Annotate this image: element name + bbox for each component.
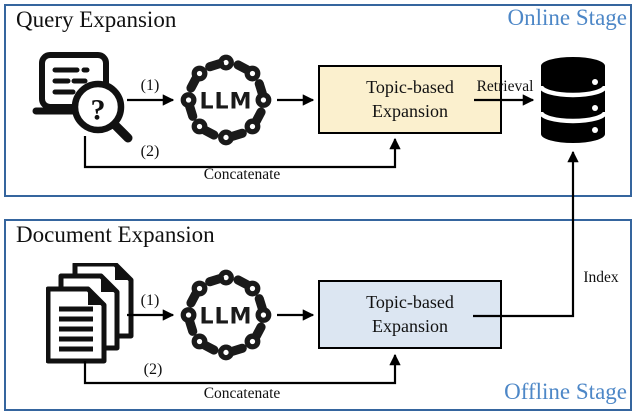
query-expansion-title: Query Expansion [16, 7, 177, 32]
llm-chain-circle-icon: LLM [178, 52, 274, 148]
database-icon [539, 57, 607, 143]
concatenate-label-offline: Concatenate [203, 385, 281, 402]
db-dot [592, 105, 598, 111]
db-separator [539, 111, 607, 124]
llm-label-online: LLM [200, 90, 253, 115]
document-expansion-title: Document Expansion [16, 222, 215, 247]
llm-chain-circle-icon: LLM [178, 267, 274, 363]
step1-label-online: (1) [140, 77, 160, 94]
question-mark-glyph: ? [91, 94, 106, 127]
llm-label-offline: LLM [200, 305, 253, 330]
db-separator [539, 85, 607, 98]
step1-label-offline: (1) [140, 292, 160, 309]
document-stack-icon [46, 263, 138, 365]
index-label: Index [583, 269, 619, 286]
step2-label-online: (2) [140, 143, 160, 160]
retrieval-label: Retrieval [476, 78, 534, 95]
step2-label-offline: (2) [143, 361, 163, 378]
db-body [541, 66, 605, 143]
online-stage-label: Online Stage [507, 5, 627, 30]
concatenate-label-online: Concatenate [203, 166, 281, 183]
topic-based-expansion-box-offline: Topic-based Expansion [318, 280, 502, 349]
offline-stage-label: Offline Stage [504, 379, 627, 404]
db-dot [592, 127, 598, 133]
document-text-lines [59, 306, 93, 352]
magnifier-lens [71, 80, 125, 134]
db-dot [592, 79, 598, 85]
db-lid [541, 57, 605, 75]
topic-based-expansion-box-online: Topic-based Expansion [318, 65, 502, 134]
magnifier-handle [110, 120, 133, 143]
laptop-text-lines [52, 67, 90, 95]
query-search-icon: ? [32, 52, 133, 143]
